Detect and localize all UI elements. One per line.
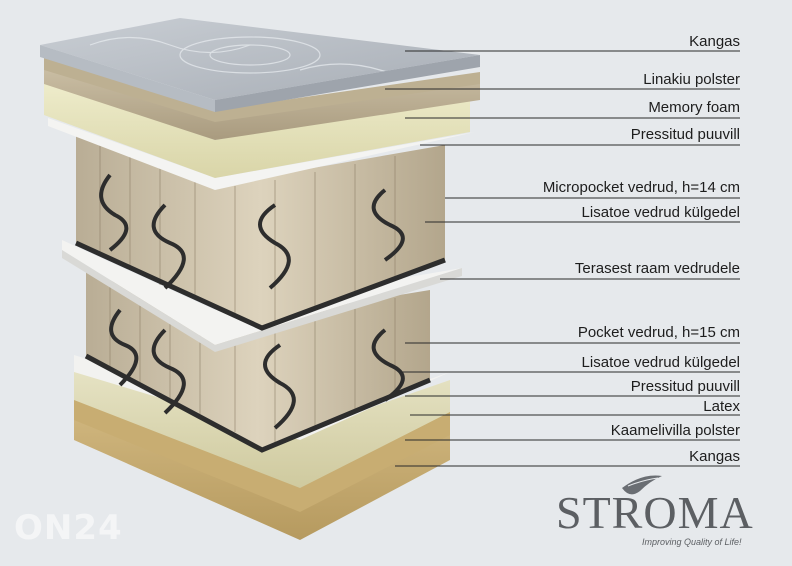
layer-label: Kangas: [689, 33, 740, 50]
pressed-cotton-top: [48, 118, 475, 190]
layer-label: Terasest raam vedrudele: [574, 260, 740, 277]
memory-foam-layer: [44, 82, 470, 178]
upper-spring-block: [74, 130, 446, 331]
layer-label: Lisatoe vedrud külgedel: [581, 354, 740, 371]
layer-label: Linakiu polster: [643, 71, 740, 88]
layer-label: Pocket vedrud, h=15 cm: [577, 324, 740, 341]
brand-tagline: Improving Quality of Life!: [642, 537, 742, 547]
brand-logo: STROMA: [556, 487, 754, 538]
layer-label: Pressitud puuvill: [630, 378, 740, 395]
watermark: ON24: [14, 508, 123, 548]
feather-icon: [622, 475, 662, 495]
layer-label: Micropocket vedrud, h=14 cm: [542, 179, 740, 196]
leader-lines: [385, 50, 740, 467]
layer-label: Lisatoe vedrud külgedel: [581, 204, 740, 221]
layer-label: Kangas: [689, 448, 740, 465]
layer-label: Memory foam: [648, 99, 740, 116]
layer-label: Pressitud puuvill: [630, 126, 740, 143]
top-fabric: [40, 18, 480, 112]
layer-label: Latex: [703, 398, 740, 415]
linen-layers: [44, 58, 480, 140]
layer-label: Kaamelivilla polster: [610, 422, 740, 439]
